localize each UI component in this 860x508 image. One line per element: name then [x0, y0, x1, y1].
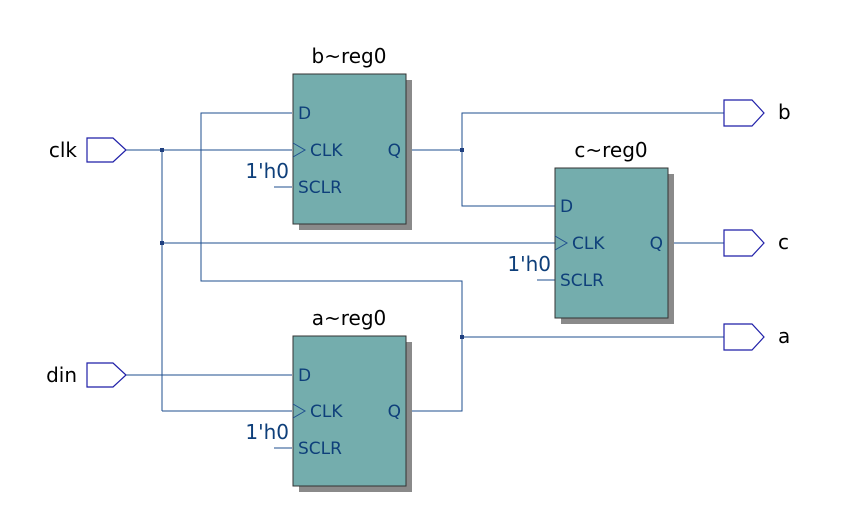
register-title: a~reg0: [312, 306, 387, 330]
output-port-shape: [723, 99, 765, 127]
pin-clk-label: CLK: [310, 141, 343, 161]
pin-q-label: Q: [650, 234, 663, 254]
pin-clk-label: CLK: [310, 402, 343, 422]
input-port-clk[interactable]: clk: [49, 137, 127, 163]
pin-sclr-label: SCLR: [560, 271, 604, 291]
register-body: [554, 167, 669, 319]
input-port-label: clk: [49, 138, 78, 162]
clock-triangle-icon: [554, 235, 568, 251]
register-a[interactable]: a~reg0 D CLK SCLR Q 1'h0: [245, 306, 412, 492]
pin-q-label: Q: [388, 402, 401, 422]
pin-q-label: Q: [388, 141, 401, 161]
output-port-shape: [723, 229, 765, 257]
wire-b-q-to-out: [461, 112, 724, 150]
input-port-shape: [86, 137, 127, 163]
wires: [126, 112, 724, 449]
junctions: [160, 148, 464, 339]
input-port-shape: [86, 362, 127, 388]
wire-b-q-to-c-d: [461, 150, 555, 207]
junction-dot: [460, 335, 464, 339]
clock-triangle-icon: [292, 403, 306, 419]
pin-d-label: D: [298, 366, 311, 386]
output-port-c[interactable]: c: [723, 229, 789, 257]
pin-d-label: D: [298, 104, 311, 124]
register-body: [292, 73, 407, 225]
sclr-constant-label: 1'h0: [507, 252, 551, 276]
register-b[interactable]: b~reg0 D CLK SCLR Q 1'h0: [245, 44, 412, 230]
register-body: [292, 335, 407, 487]
output-port-b[interactable]: b: [723, 99, 791, 127]
junction-dot: [160, 241, 164, 245]
output-port-label: c: [778, 230, 789, 254]
output-port-label: b: [778, 100, 791, 124]
pin-sclr-label: SCLR: [298, 439, 342, 459]
register-title: b~reg0: [312, 44, 387, 68]
junction-dot: [160, 148, 164, 152]
output-port-label: a: [778, 324, 790, 348]
sclr-constant-label: 1'h0: [245, 420, 289, 444]
sclr-constant-label: 1'h0: [245, 159, 289, 183]
pin-clk-label: CLK: [572, 234, 605, 254]
wire-a-feedback-to-b-d: [200, 112, 463, 337]
clock-triangle-icon: [292, 142, 306, 158]
input-port-din[interactable]: din: [46, 362, 127, 388]
register-c[interactable]: c~reg0 D CLK SCLR Q 1'h0: [507, 138, 674, 324]
output-port-a[interactable]: a: [723, 323, 790, 351]
wire-a-q: [406, 337, 463, 412]
output-port-shape: [723, 323, 765, 351]
pin-sclr-label: SCLR: [298, 178, 342, 198]
register-title: c~reg0: [574, 138, 647, 162]
pin-d-label: D: [560, 197, 573, 217]
junction-dot: [460, 148, 464, 152]
input-port-label: din: [46, 363, 77, 387]
